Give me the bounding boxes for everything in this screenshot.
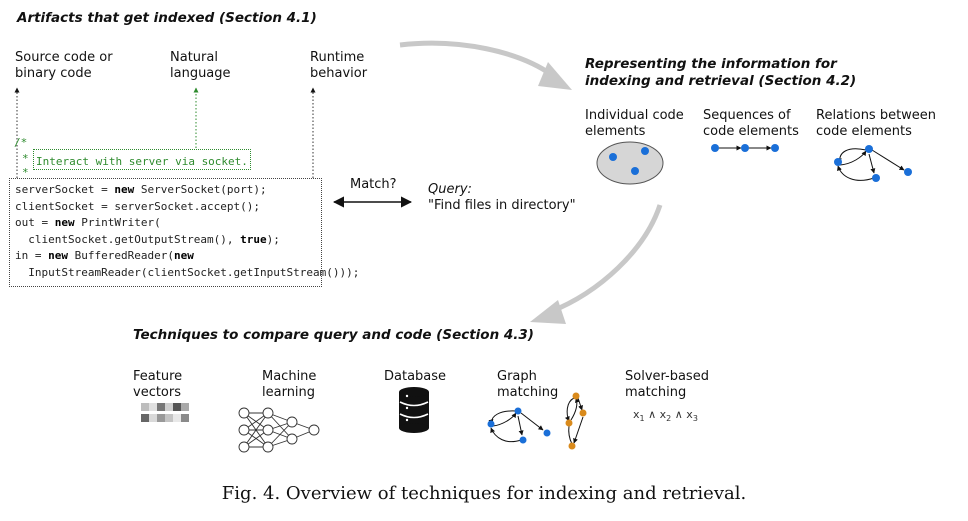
code-line-3: out = new PrintWriter( [15,216,161,229]
individual-elements-line2: elements [585,124,646,139]
runtime-behavior-label: Runtime behavior [310,50,367,82]
runtime-behavior-label-line2: behavior [310,66,368,81]
solver-matching-label: Solver-based matching [625,369,709,401]
neural-network-icon [238,407,320,453]
representing-heading-line2: indexing and retrieval (Section 4.2) [585,73,857,89]
comment-text: Interact with server via socket. [36,155,248,168]
individual-elements-label: Individual code elements [585,108,684,140]
code-line-4: clientSocket.getOutputStream(), true); [15,232,280,246]
representing-heading-line1: Representing the information for [585,56,837,72]
natural-language-label: Natural language [170,50,231,82]
query-label: Query: [428,182,472,197]
graph-matching-blue-icon [487,407,551,444]
source-code-label-line2: binary code [15,66,92,81]
natural-language-label-line2: language [170,66,231,81]
figure-caption: Fig. 4. Overview of techniques for index… [221,483,747,504]
relations-line1: Relations between [816,108,937,123]
sequences-line1: Sequences of [703,108,791,123]
natural-language-label-line1: Natural [170,50,218,65]
artifact-links [14,87,316,178]
machine-learning-line2: learning [262,385,316,400]
comment-star-2: * [22,166,29,179]
machine-learning-line1: Machine [262,369,317,384]
relations-graph-icon [834,145,912,182]
relations-label: Relations between code elements [816,108,936,140]
database-icon [399,387,429,433]
flow-arrow-to-representation [399,40,572,90]
source-code-label: Source code or binary code [15,50,113,82]
individual-elements-line1: Individual code [585,108,684,123]
sequences-label: Sequences of code elements [703,108,799,140]
database-label: Database [384,369,447,384]
individual-elements-icon [596,141,664,185]
source-code-label-line1: Source code or [15,50,113,65]
artifacts-heading: Artifacts that get indexed (Section 4.1) [17,10,317,26]
query-text: "Find files in directory" [428,198,576,213]
sequence-elements-icon [711,144,779,152]
solver-matching-line1: Solver-based [625,369,709,384]
graph-matching-orange-icon [564,392,587,450]
runtime-behavior-label-line1: Runtime [310,50,365,65]
match-label: Match? [350,177,397,192]
solver-formula: x1 ∧ x2 ∧ x3 [633,408,698,424]
comment-star-1: * [22,152,29,165]
machine-learning-label: Machine learning [262,369,316,401]
code-snippet: serverSocket = new ServerSocket(port); c… [9,178,360,287]
flow-arrow-to-techniques [530,204,663,324]
feature-vectors-line1: Feature [133,369,183,384]
code-line-5: in = new BufferedReader(new [15,249,194,262]
solver-matching-line2: matching [625,385,687,400]
techniques-heading: Techniques to compare query and code (Se… [133,327,534,343]
feature-vectors-line2: vectors [133,385,182,400]
sequences-line2: code elements [703,124,799,139]
code-line-6: InputStreamReader(clientSocket.getInputS… [15,265,360,279]
feature-vectors-icon [141,403,189,422]
code-line-2: clientSocket = serverSocket.accept(); [15,199,261,213]
graph-matching-label: Graph matching [497,369,558,401]
comment-open: /* [14,136,28,149]
comment-text-box: Interact with server via socket. [33,149,251,170]
code-line-1: serverSocket = new ServerSocket(port); [15,183,267,196]
feature-vectors-label: Feature vectors [133,369,182,401]
graph-matching-line2: matching [497,385,559,400]
graph-matching-line1: Graph [497,369,537,384]
relations-line2: code elements [816,124,912,139]
